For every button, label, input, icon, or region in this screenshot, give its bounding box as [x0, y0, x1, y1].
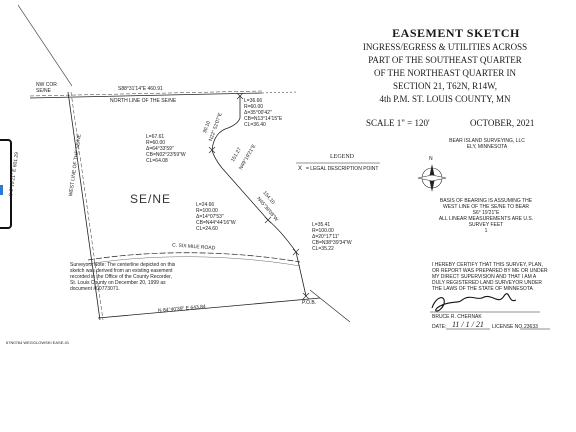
certification-line: I HEREBY CERTIFY THAT THIS SURVEY, PLAN, — [432, 262, 543, 268]
curve-data-left: L=67.61 R=60.00 Δ=64°33'59" CB=N02°23'59… — [146, 134, 186, 164]
west-line-dashed — [70, 91, 104, 321]
bearing-basis-line: S6° 19'21"E — [472, 210, 500, 216]
surveyor-note: Surveyors Note: The centerline depicted … — [70, 262, 175, 292]
north-arrow-icon — [417, 164, 447, 192]
title-line-5: 4th P.M. ST. LOUIS COUNTY, MN — [379, 94, 511, 104]
signature-stroke — [431, 293, 517, 312]
bearing-basis-note: BASIS OF BEARING IS ASSUMING THE WEST LI… — [416, 198, 556, 234]
curve-value: Δ=64°33'59" — [146, 146, 174, 152]
curve-value: CL=36.40 — [244, 122, 266, 128]
north-line-bearing: S88°31'14"E 460.91 — [118, 86, 163, 92]
curve-value: L=36.66 — [244, 98, 263, 104]
six-mile-road-edge — [87, 256, 301, 267]
legal-point-markers — [208, 92, 310, 300]
south-line — [97, 297, 321, 319]
curve-value: CB=N13°14'15"E — [244, 116, 283, 122]
surveyor-certification: I HEREBY CERTIFY THAT THIS SURVEY, PLAN,… — [432, 262, 548, 292]
curve-value: L=67.61 — [146, 134, 165, 140]
quarter-label: SE/NE — [130, 192, 172, 206]
bearing-basis-line: 1 — [484, 228, 488, 234]
curve-value: Δ=14°07'53" — [196, 214, 224, 220]
legend-symbol: X — [298, 166, 303, 172]
nw-corner-line: SE/NE — [36, 88, 52, 94]
curve-data-right: L=35.41 R=100.00 Δ=20°17'11" CB=N38°39'3… — [312, 222, 352, 252]
title-line-3: OF THE NORTHEAST QUARTER IN — [373, 68, 517, 78]
license-label: LICENSE NO. — [492, 324, 524, 330]
legend-text: = LEGAL DESCRIPTION POINT — [306, 166, 379, 172]
surveyor-name: BEAR ISLAND SURVEYING, LLC — [449, 138, 525, 144]
curve-value: R=60.00 — [146, 140, 166, 146]
curve-value: Δ=35°00'42" — [244, 110, 272, 116]
scale-label: SCALE 1" = 120' — [366, 118, 430, 128]
sketch-title: EASEMENT SKETCH — [392, 26, 520, 40]
title-line-2: PART OF THE SOUTHEAST QUARTER — [368, 55, 522, 65]
curve-value: L=24.66 — [196, 202, 215, 208]
surveyor-firm: BEAR ISLAND SURVEYING, LLC ELY, MINNESOT… — [432, 138, 542, 150]
north-label: N — [429, 156, 433, 162]
title-line-1: INGRESS/EGRESS & UTILITIES ACROSS — [362, 42, 528, 52]
surveyor-city: ELY, MINNESOTA — [466, 144, 508, 150]
curve-value: CL=35.22 — [312, 246, 334, 252]
certification-line: OR REPORT WAS PREPARED BY ME OR UNDER — [432, 268, 548, 274]
bearing-basis-line: BASIS OF BEARING IS ASSUMING THE — [439, 198, 533, 204]
north-line-extension — [261, 91, 298, 94]
curve-value: CB=N38°39'34"W — [312, 240, 352, 246]
south-line-ext — [309, 289, 351, 323]
title-line-4: SECTION 21, T62N, R14W, — [392, 81, 497, 91]
license-value: 23633 — [524, 324, 538, 330]
date-value: 11 / 1 / 21 — [452, 320, 484, 329]
legend-title: LEGEND — [330, 154, 354, 160]
curve-value: CL=64.08 — [146, 158, 168, 164]
note-line: sketch was derived from an existing ease… — [70, 268, 173, 274]
curve-value: R=60.00 — [244, 104, 264, 110]
curve-data-top: L=36.66 R=60.00 Δ=35°00'42" CB=N13°14'15… — [244, 98, 282, 128]
date-label: DATE: — [432, 324, 447, 330]
note-line: Surveyors Note: The centerline depicted … — [70, 262, 176, 268]
west-line — [67, 91, 101, 321]
curve-value: R=100.00 — [196, 208, 218, 214]
curve-value: CL=24.60 — [196, 226, 218, 232]
bearing-basis-line: ALL LINEAR MEASUREMENTS ARE U.S. — [438, 216, 534, 222]
curve-value: CB=N02°23'59"W — [146, 152, 186, 158]
note-line: recorded in the Office of the County Rec… — [70, 274, 172, 280]
curve-value: CB=N44°44'16"W — [196, 220, 236, 226]
note-line: document #00773071. — [70, 286, 120, 292]
side-tab-accent — [0, 185, 3, 195]
boundary-diagonal-line — [17, 4, 73, 87]
bearing-basis-line: WEST LINE OF THE SE/NE TO BEAR — [442, 204, 530, 210]
curve-value: R=100.00 — [312, 228, 334, 234]
bearing-basis-line: SURVEY FEET — [468, 222, 504, 228]
curve-value: L=35.41 — [312, 222, 331, 228]
north-line-label: NORTH LINE OF THE SE/NE — [110, 98, 177, 104]
certification-line: MY DIRECT SUPERVISION AND THAT I AM A — [432, 274, 537, 280]
curve-data-middle: L=24.66 R=100.00 Δ=14°07'53" CB=N44°44'1… — [196, 202, 236, 232]
curve-value: Δ=20°17'11" — [312, 234, 340, 240]
note-line: St. Louis County on December 20, 1999 as — [70, 280, 166, 286]
nw-corner-label: NW COR SE/NE — [36, 82, 57, 94]
pob-label: P.O.B. — [302, 300, 317, 306]
side-tab[interactable] — [0, 139, 12, 229]
file-reference: 67N0784 WEGGLOWSKI EASE-01 — [6, 340, 70, 345]
six-mile-road-line — [87, 252, 301, 263]
nw-corner-line: NW COR — [36, 82, 57, 88]
certification-line: DULY REGISTERED LAND SURVEYOR UNDER — [432, 280, 543, 286]
sketch-date: OCTOBER, 2021 — [470, 118, 535, 128]
certification-line: THE LAWS OF THE STATE OF MINNESOTA — [432, 286, 533, 292]
surveyor-printed-name: BRUCE R. CHERNAK — [432, 314, 482, 320]
